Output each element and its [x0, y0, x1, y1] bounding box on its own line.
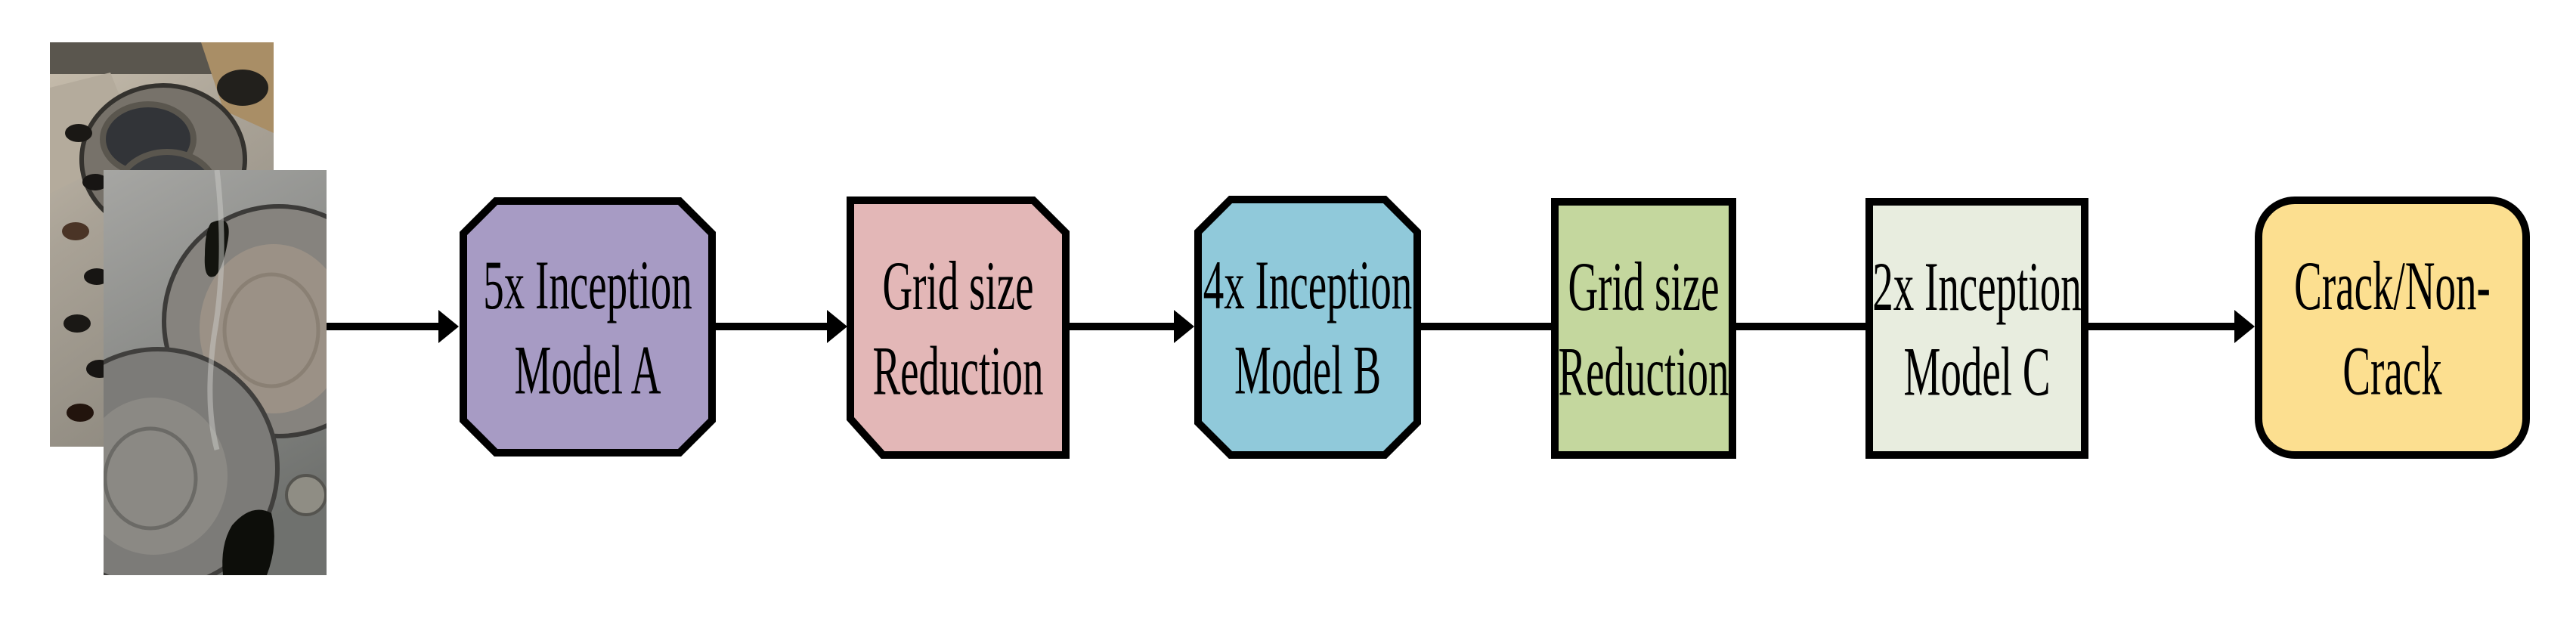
flow-line-4 [1421, 323, 1555, 330]
node-grid-size-reduction-1: Grid size Reduction [847, 197, 1070, 459]
node-label-line1: 5x Inception [483, 245, 692, 323]
chamfer-card-shape [847, 197, 1070, 459]
node-label: 4x Inception Model B [1194, 107, 1421, 549]
node-label-line1: 2x Inception [1872, 246, 2082, 325]
node-label: 2x Inception Model C [1865, 110, 2088, 548]
node-label: Grid size Reduction [1551, 110, 1736, 548]
flow-line-5 [1736, 323, 1869, 330]
node-label: Crack/Non- Crack [2255, 107, 2530, 548]
arrowhead-icon-1 [438, 310, 459, 343]
node-output-crack-noncrack: Crack/Non- Crack [2255, 197, 2530, 459]
flow-line-3 [1070, 323, 1175, 330]
node-label-line2: Crack [2342, 331, 2442, 410]
octagon-shape [1194, 196, 1421, 459]
node-label: 5x Inception Model A [460, 109, 716, 544]
node-label-line2: Model B [1234, 331, 1382, 409]
flow-line-1 [327, 323, 440, 330]
node-label: Grid size Reduction [847, 107, 1070, 548]
arrowhead-icon-2 [827, 310, 847, 343]
arrowhead-icon-3 [1174, 310, 1194, 343]
node-label-line2: Model A [514, 330, 661, 409]
node-inception-model-b: 4x Inception Model B [1194, 196, 1421, 459]
node-label-line1: Grid size [1568, 246, 1720, 325]
input-photo-front [104, 170, 327, 575]
octagon-shape [460, 197, 716, 457]
node-label-line2: Reduction [1558, 332, 1729, 410]
node-label-line1: Grid size [882, 246, 1034, 324]
node-inception-model-c: 2x Inception Model C [1865, 198, 2088, 459]
node-label-line2: Reduction [872, 331, 1044, 410]
arrowhead-icon-6 [2234, 310, 2255, 343]
rectangle-shape [1551, 198, 1736, 459]
flow-line-6 [2088, 323, 2236, 330]
flow-line-2 [716, 323, 828, 330]
node-label-line1: Crack/Non- [2294, 246, 2491, 324]
node-label-line1: 4x Inception [1203, 246, 1413, 323]
node-label-line2: Model C [1903, 332, 2051, 410]
rounded-rectangle-shape [2255, 197, 2530, 459]
rectangle-shape [1865, 198, 2088, 459]
node-grid-size-reduction-2: Grid size Reduction [1551, 198, 1736, 459]
node-inception-model-a: 5x Inception Model A [460, 197, 716, 457]
engine-block-photo-graphic [104, 170, 327, 575]
